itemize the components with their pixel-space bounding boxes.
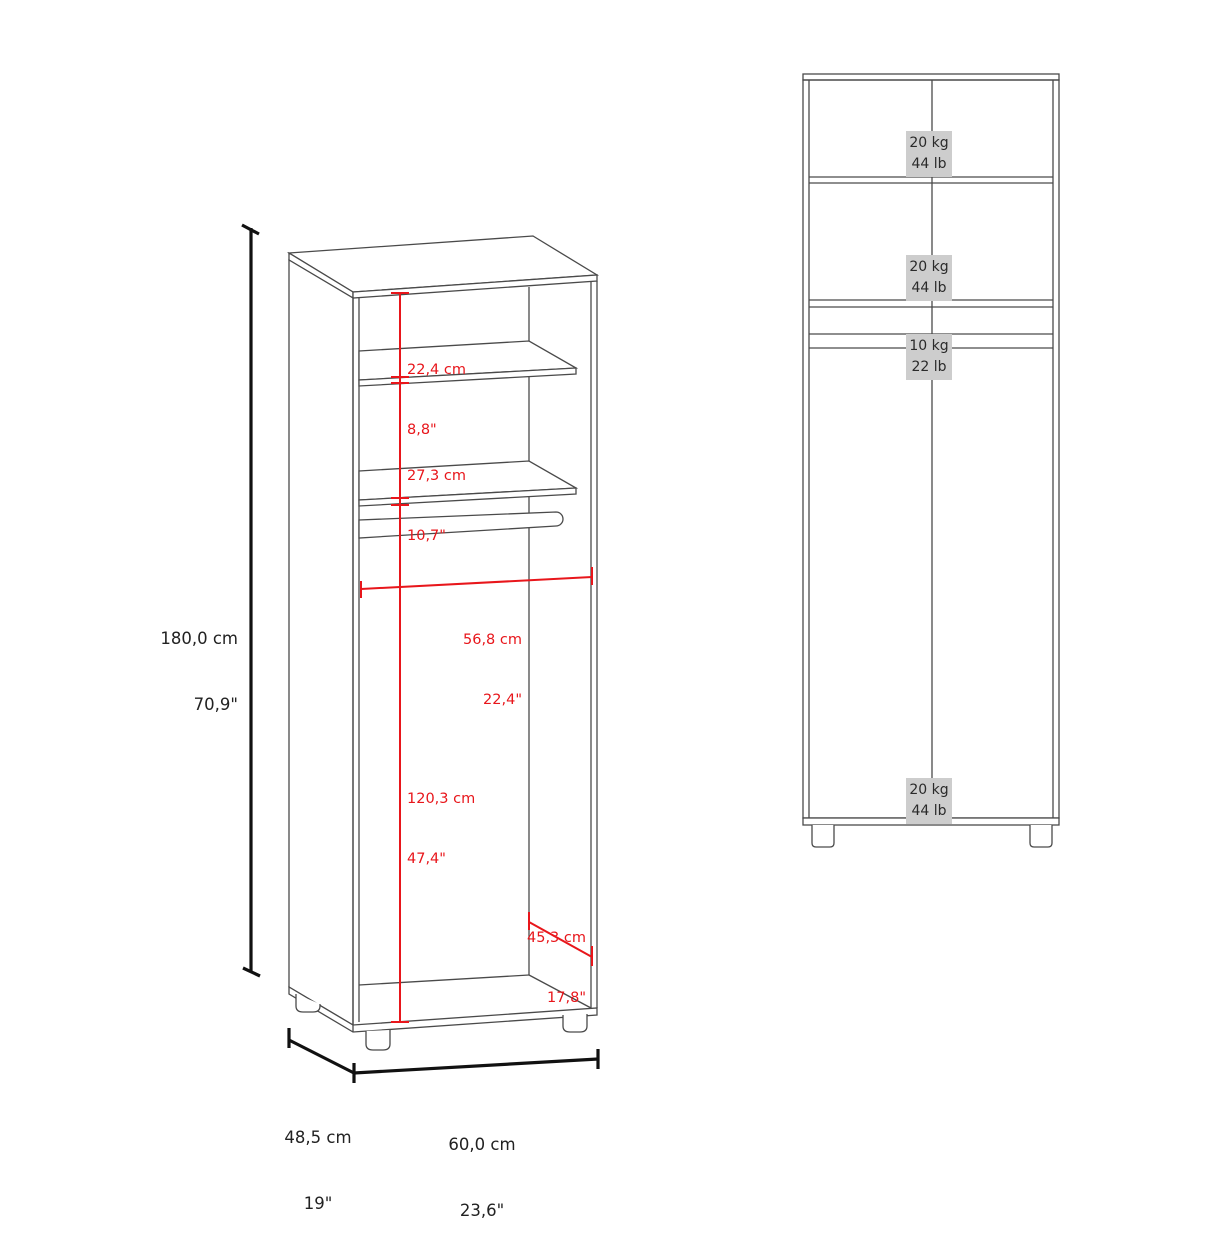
inner-width-label: 56,8 cm 22,4"	[440, 590, 522, 730]
height-cm: 180,0 cm	[160, 629, 238, 648]
hanging-rod	[358, 511, 564, 539]
front-foot-right	[1029, 825, 1053, 848]
depth-in: 19"	[303, 1194, 333, 1213]
hanging-space-cm: 120,3 cm	[407, 791, 476, 807]
middle-compartment-in: 10,7"	[407, 528, 446, 544]
inner-depth-in: 17,8"	[547, 990, 586, 1006]
depth-dimension-line	[288, 1038, 355, 1075]
load-kg: 20 kg	[909, 135, 949, 151]
load-lb: 22 lb	[911, 359, 947, 375]
load-kg: 20 kg	[909, 782, 949, 798]
load-lb: 44 lb	[911, 156, 947, 172]
load-kg: 10 kg	[909, 338, 949, 354]
middle-compartment-cm: 27,3 cm	[407, 468, 466, 484]
hanging-space-in: 47,4"	[407, 851, 446, 867]
inner-depth-cm: 45,3 cm	[527, 930, 586, 946]
front-foot-left	[811, 825, 835, 848]
front-top-panel	[802, 73, 1060, 81]
width-dimension-line	[353, 1057, 599, 1075]
height-label: 180,0 cm 70,9"	[130, 584, 238, 738]
width-label: 60,0 cm 23,6"	[432, 1090, 532, 1244]
width-cm: 60,0 cm	[448, 1135, 516, 1154]
load-badge-hanging-rod: 10 kg 22 lb	[906, 334, 952, 380]
depth-label: 48,5 cm 19"	[268, 1083, 368, 1237]
depth-cm: 48,5 cm	[284, 1128, 352, 1147]
inner-depth-label: 45,3 cm 17,8"	[514, 888, 586, 1028]
hanging-space-label: 120,3 cm 47,4"	[407, 749, 475, 889]
inner-dimension-lines	[360, 292, 593, 1023]
left-side-panel	[288, 258, 354, 1027]
inner-width-cm: 56,8 cm	[463, 632, 522, 648]
top-compartment-cm: 22,4 cm	[407, 362, 466, 378]
wardrobe-perspective-drawing	[241, 73, 1060, 1083]
wardrobe-front-view	[802, 73, 1060, 848]
load-badge-bottom: 20 kg 44 lb	[906, 778, 952, 824]
top-compartment-in: 8,8"	[407, 422, 437, 438]
top-compartment-label: 22,4 cm 8,8"	[407, 320, 466, 460]
wardrobe-body	[286, 235, 600, 1051]
middle-compartment-label: 27,3 cm 10,7"	[407, 426, 466, 566]
load-badge-top-shelf: 20 kg 44 lb	[906, 131, 952, 177]
load-kg: 20 kg	[909, 259, 949, 275]
load-lb: 44 lb	[911, 803, 947, 819]
height-in: 70,9"	[193, 695, 238, 714]
foot-back-left	[295, 994, 321, 1013]
inner-width-line	[360, 576, 593, 590]
inner-width-in: 22,4"	[483, 692, 522, 708]
width-in: 23,6"	[459, 1201, 505, 1220]
load-badge-middle-shelf: 20 kg 44 lb	[906, 255, 952, 301]
inner-depth-line	[528, 921, 593, 958]
foot-front-left	[365, 1030, 391, 1051]
load-lb: 44 lb	[911, 280, 947, 296]
foot-front-right	[562, 1014, 588, 1033]
overall-dimension-lines	[241, 223, 600, 1083]
